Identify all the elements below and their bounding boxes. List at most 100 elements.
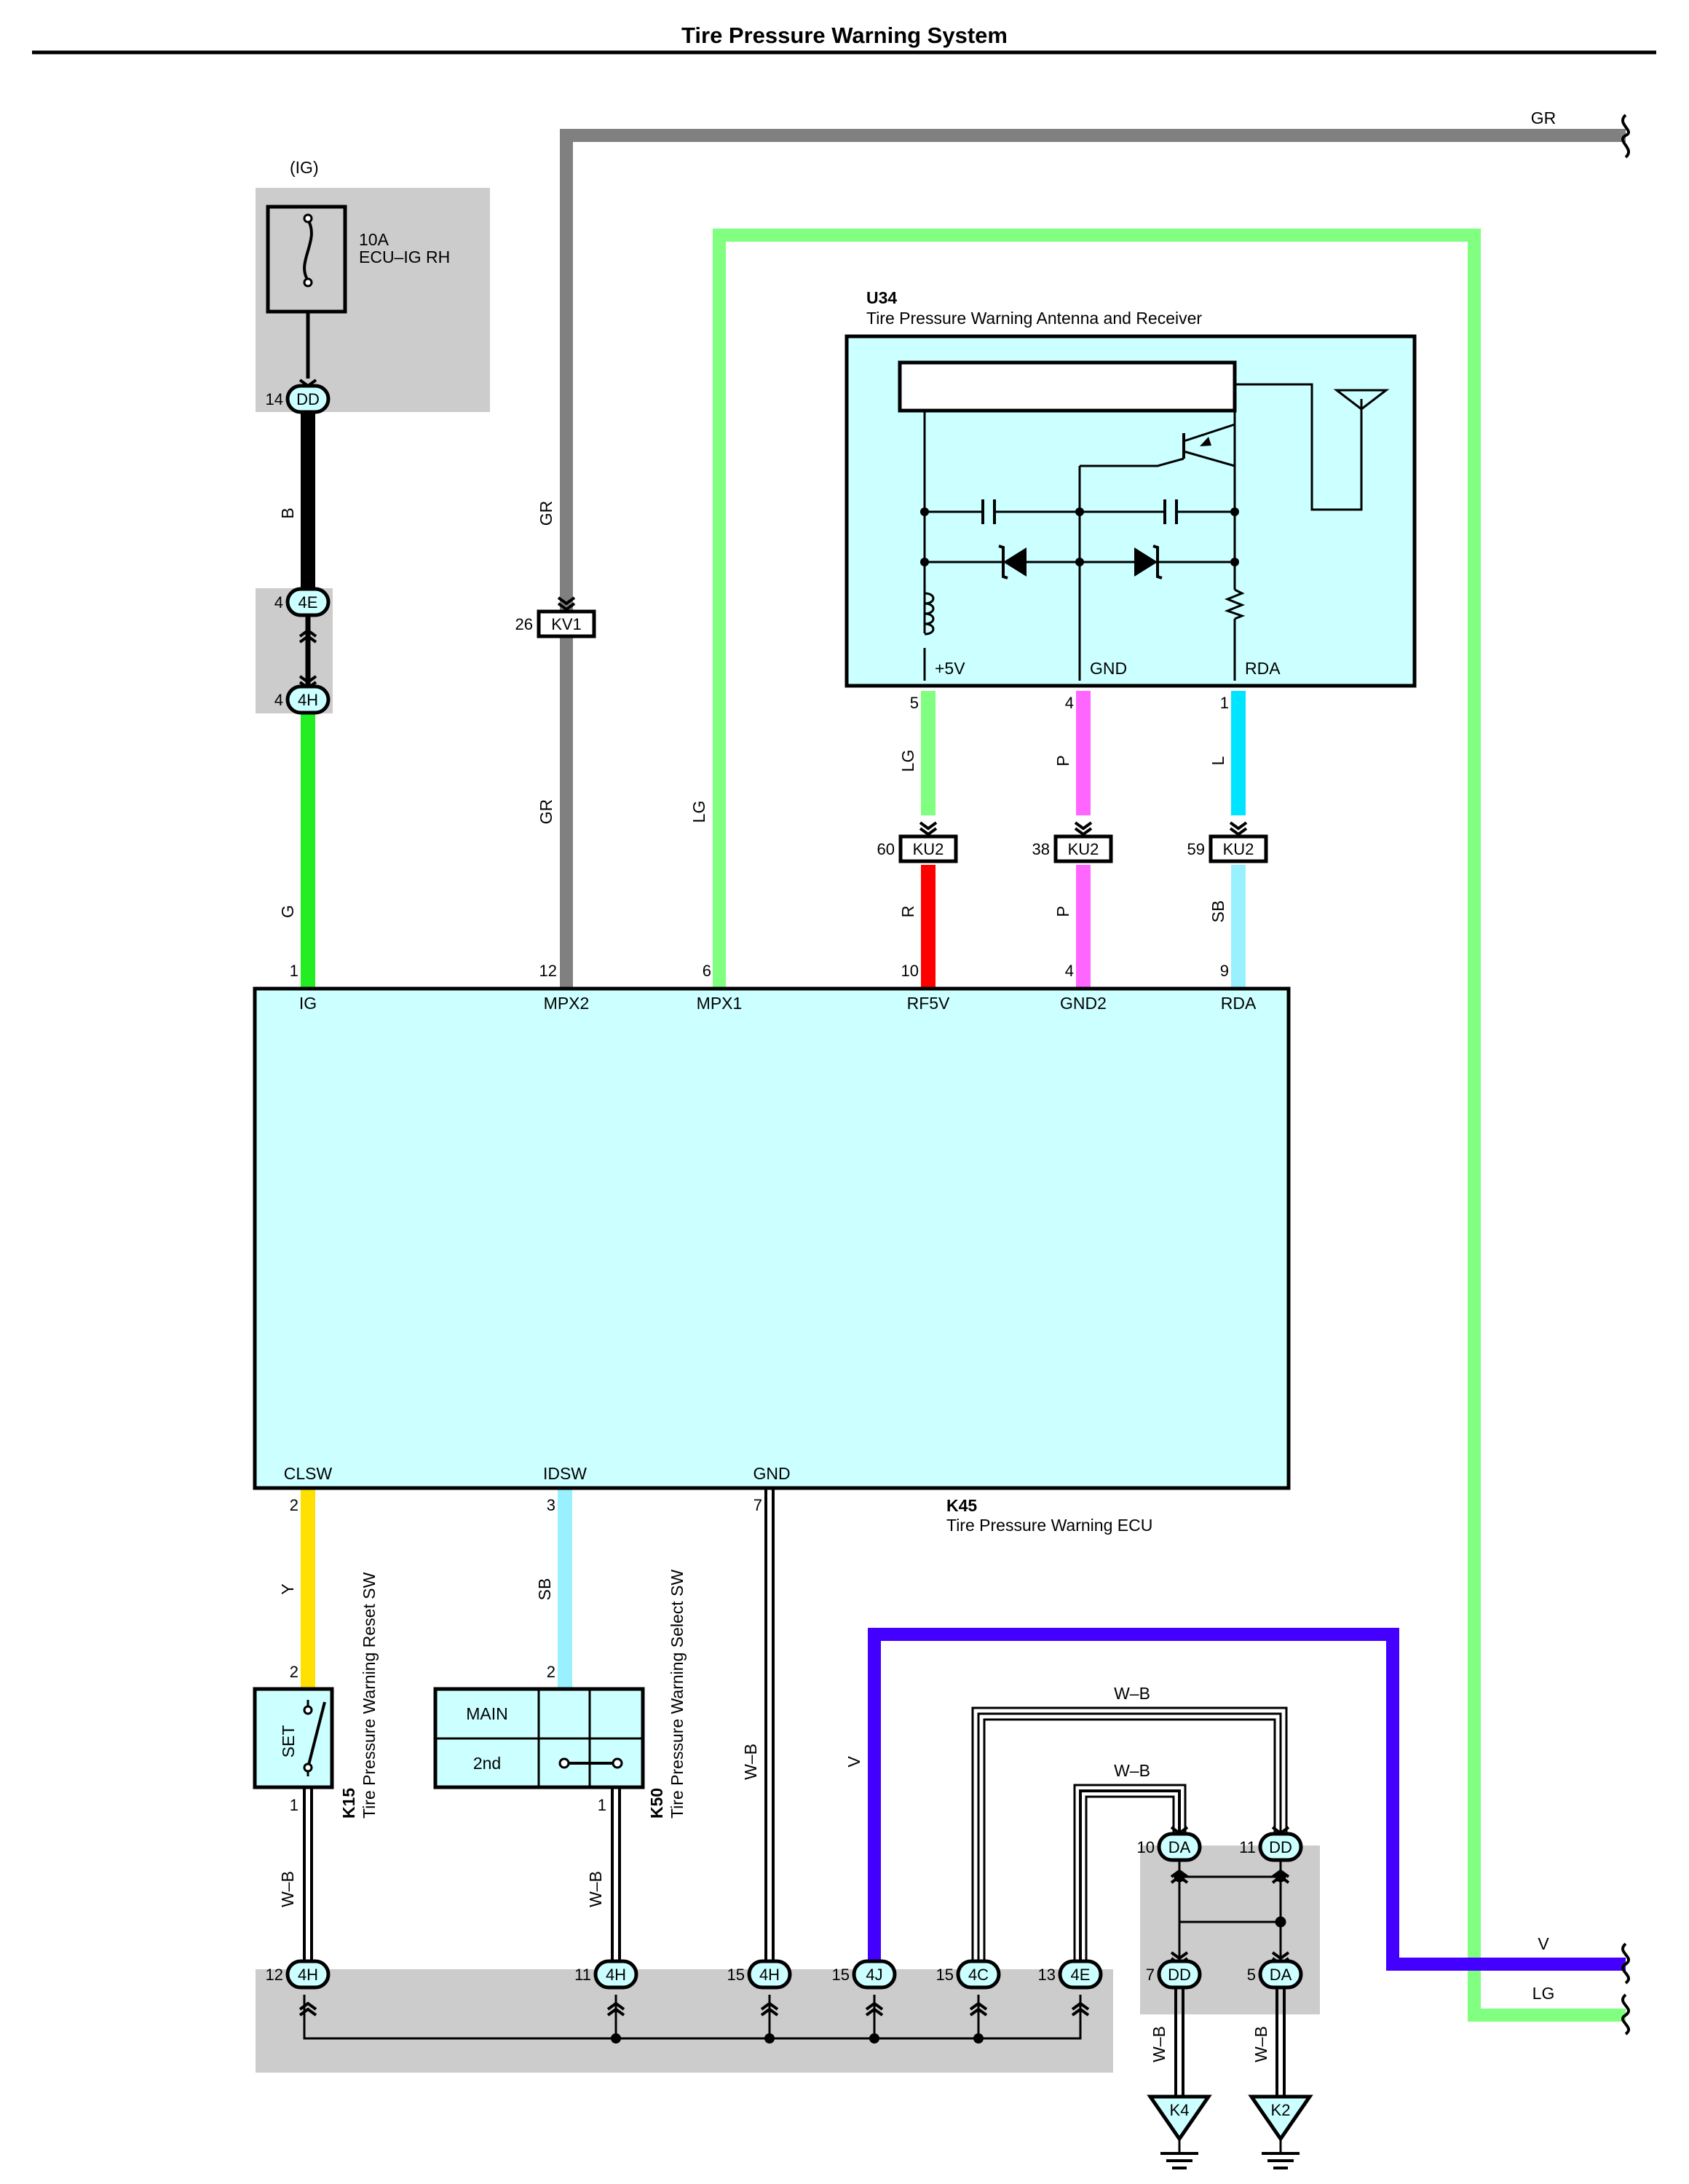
k45-pin-mpx2: MPX2 bbox=[544, 994, 590, 1013]
u34-name: Tire Pressure Warning Antenna and Receiv… bbox=[866, 309, 1202, 328]
ground-junction-area bbox=[1140, 1845, 1320, 2014]
connector-id: 4H bbox=[606, 1966, 626, 1984]
connector-id: KU2 bbox=[913, 840, 944, 858]
connector-chevron-icon bbox=[1170, 1869, 1189, 1884]
ground-k2-label: K2 bbox=[1271, 2101, 1291, 2119]
wire-label-lg: LG bbox=[898, 750, 917, 772]
connector-chevron-icon bbox=[865, 2001, 884, 2017]
k15-code: K15 bbox=[339, 1788, 358, 1819]
pin-num: 2 bbox=[290, 1663, 298, 1681]
zener-diode-icon bbox=[1134, 545, 1163, 579]
wire-label-l: L bbox=[1209, 756, 1227, 765]
wire-label-sb: SB bbox=[535, 1578, 554, 1601]
k50-row2: 2nd bbox=[473, 1754, 501, 1773]
zener-diode-icon bbox=[998, 545, 1027, 579]
connector-pin-number: 15 bbox=[727, 1966, 745, 1984]
k45-pin-mpx1: MPX1 bbox=[697, 994, 743, 1013]
u34-pin-gnd: GND bbox=[1090, 659, 1127, 678]
connector-pin-number: 11 bbox=[1239, 1838, 1256, 1856]
continuation-mark-gr bbox=[1621, 114, 1630, 159]
fuse-box-area bbox=[256, 188, 490, 412]
wire-wb-k2 bbox=[1275, 1987, 1286, 2097]
connector-pin-number: 10 bbox=[1137, 1838, 1155, 1856]
connector-pin-number: 12 bbox=[266, 1966, 283, 1984]
connector-pin-number: 13 bbox=[1038, 1966, 1056, 1984]
connector-pin-number: 11 bbox=[574, 1966, 591, 1984]
connector-id: DA bbox=[1270, 1966, 1292, 1984]
wire-label-lg: LG bbox=[1532, 1984, 1555, 2003]
connector-pin-number: 26 bbox=[515, 615, 533, 633]
connector-id: 4H bbox=[298, 1966, 318, 1984]
connector-ku2-a: KU2 60 bbox=[877, 821, 958, 863]
pin-num: 7 bbox=[753, 1496, 762, 1514]
wire-label-g: G bbox=[278, 905, 297, 918]
connector-chevron-icon bbox=[298, 2001, 317, 2017]
u34-pin-plus5v: +5V bbox=[935, 659, 965, 678]
wire-label-wb: W–B bbox=[1114, 1761, 1150, 1780]
continuation-mark-lg bbox=[1621, 1993, 1630, 2035]
wire-gr bbox=[560, 129, 1626, 989]
connector-chevron-icon bbox=[557, 596, 576, 612]
connector-pin-number: 4 bbox=[274, 691, 283, 709]
connector-chevron-icon bbox=[919, 821, 938, 836]
connector-id: 4H bbox=[298, 691, 318, 709]
wire-label-v: V bbox=[844, 1756, 863, 1768]
connector-id: KU2 bbox=[1223, 840, 1254, 858]
connector-chevron-icon bbox=[1271, 1869, 1290, 1884]
wire-label-gr: GR bbox=[1531, 108, 1557, 127]
connector-chevron-icon bbox=[1071, 2001, 1090, 2017]
connector-id: DD bbox=[1168, 1966, 1191, 1984]
k45-pin-gnd2: GND2 bbox=[1060, 994, 1107, 1013]
u34-receiver-box bbox=[844, 334, 1417, 688]
wire-label-wb: W–B bbox=[1114, 1684, 1150, 1703]
pin-num: 6 bbox=[703, 962, 711, 980]
k45-pin-rf5v: RF5V bbox=[907, 994, 950, 1013]
connector-id: DA bbox=[1168, 1838, 1191, 1856]
pin-num: 1 bbox=[1220, 694, 1229, 712]
wire-lg bbox=[713, 229, 1626, 2022]
pin-num: 1 bbox=[290, 1796, 298, 1814]
fuse-name: ECU–IG RH bbox=[359, 248, 450, 266]
wire-label-y: Y bbox=[278, 1583, 297, 1594]
pin-num: 10 bbox=[901, 962, 919, 980]
wire-label-p: P bbox=[1053, 906, 1072, 917]
wire-wb-4c-loop bbox=[971, 1706, 1288, 1969]
connector-da-10: DA 10 bbox=[1137, 1826, 1202, 1884]
connector-pin-number: 5 bbox=[1247, 1966, 1256, 1984]
capacitor-icon bbox=[981, 499, 996, 524]
wire-label-wb: W–B bbox=[741, 1744, 760, 1780]
connector-pin-number: 59 bbox=[1187, 840, 1205, 858]
connector-chevron-icon bbox=[298, 628, 317, 644]
connector-da-5: DA 5 bbox=[1247, 1951, 1303, 1990]
connector-pin-number: 60 bbox=[877, 840, 895, 858]
k15-name: Tire Pressure Warning Reset SW bbox=[360, 1572, 379, 1819]
k45-pin-idsw: IDSW bbox=[543, 1464, 587, 1483]
pin-num: 4 bbox=[1065, 962, 1074, 980]
connector-chevron-icon bbox=[969, 2001, 988, 2017]
pin-num: 2 bbox=[290, 1496, 298, 1514]
wire-wb-k15 bbox=[303, 1787, 313, 1969]
k45-pin-ig: IG bbox=[299, 994, 317, 1013]
pin-num: 12 bbox=[539, 962, 557, 980]
wire-label-p: P bbox=[1053, 755, 1072, 766]
k50-name: Tire Pressure Warning Select SW bbox=[668, 1570, 687, 1819]
connector-b-4h-15: 4H 15 bbox=[727, 1959, 792, 2017]
connector-pin-number: 15 bbox=[936, 1966, 954, 1984]
pin-num: 3 bbox=[547, 1496, 555, 1514]
transistor-icon bbox=[1080, 423, 1235, 467]
inductor-icon bbox=[923, 590, 935, 636]
pin-num: 4 bbox=[1065, 694, 1074, 712]
antenna-icon bbox=[1333, 389, 1390, 411]
connector-id: 4J bbox=[866, 1966, 882, 1984]
ground-bus bbox=[303, 1995, 1082, 2043]
wire-label-sb: SB bbox=[1209, 901, 1227, 923]
k45-ecu-box bbox=[253, 986, 1291, 1490]
connector-id: 4H bbox=[759, 1966, 780, 1984]
connector-chevron-icon bbox=[760, 2001, 779, 2017]
k45-code: K45 bbox=[946, 1496, 977, 1515]
